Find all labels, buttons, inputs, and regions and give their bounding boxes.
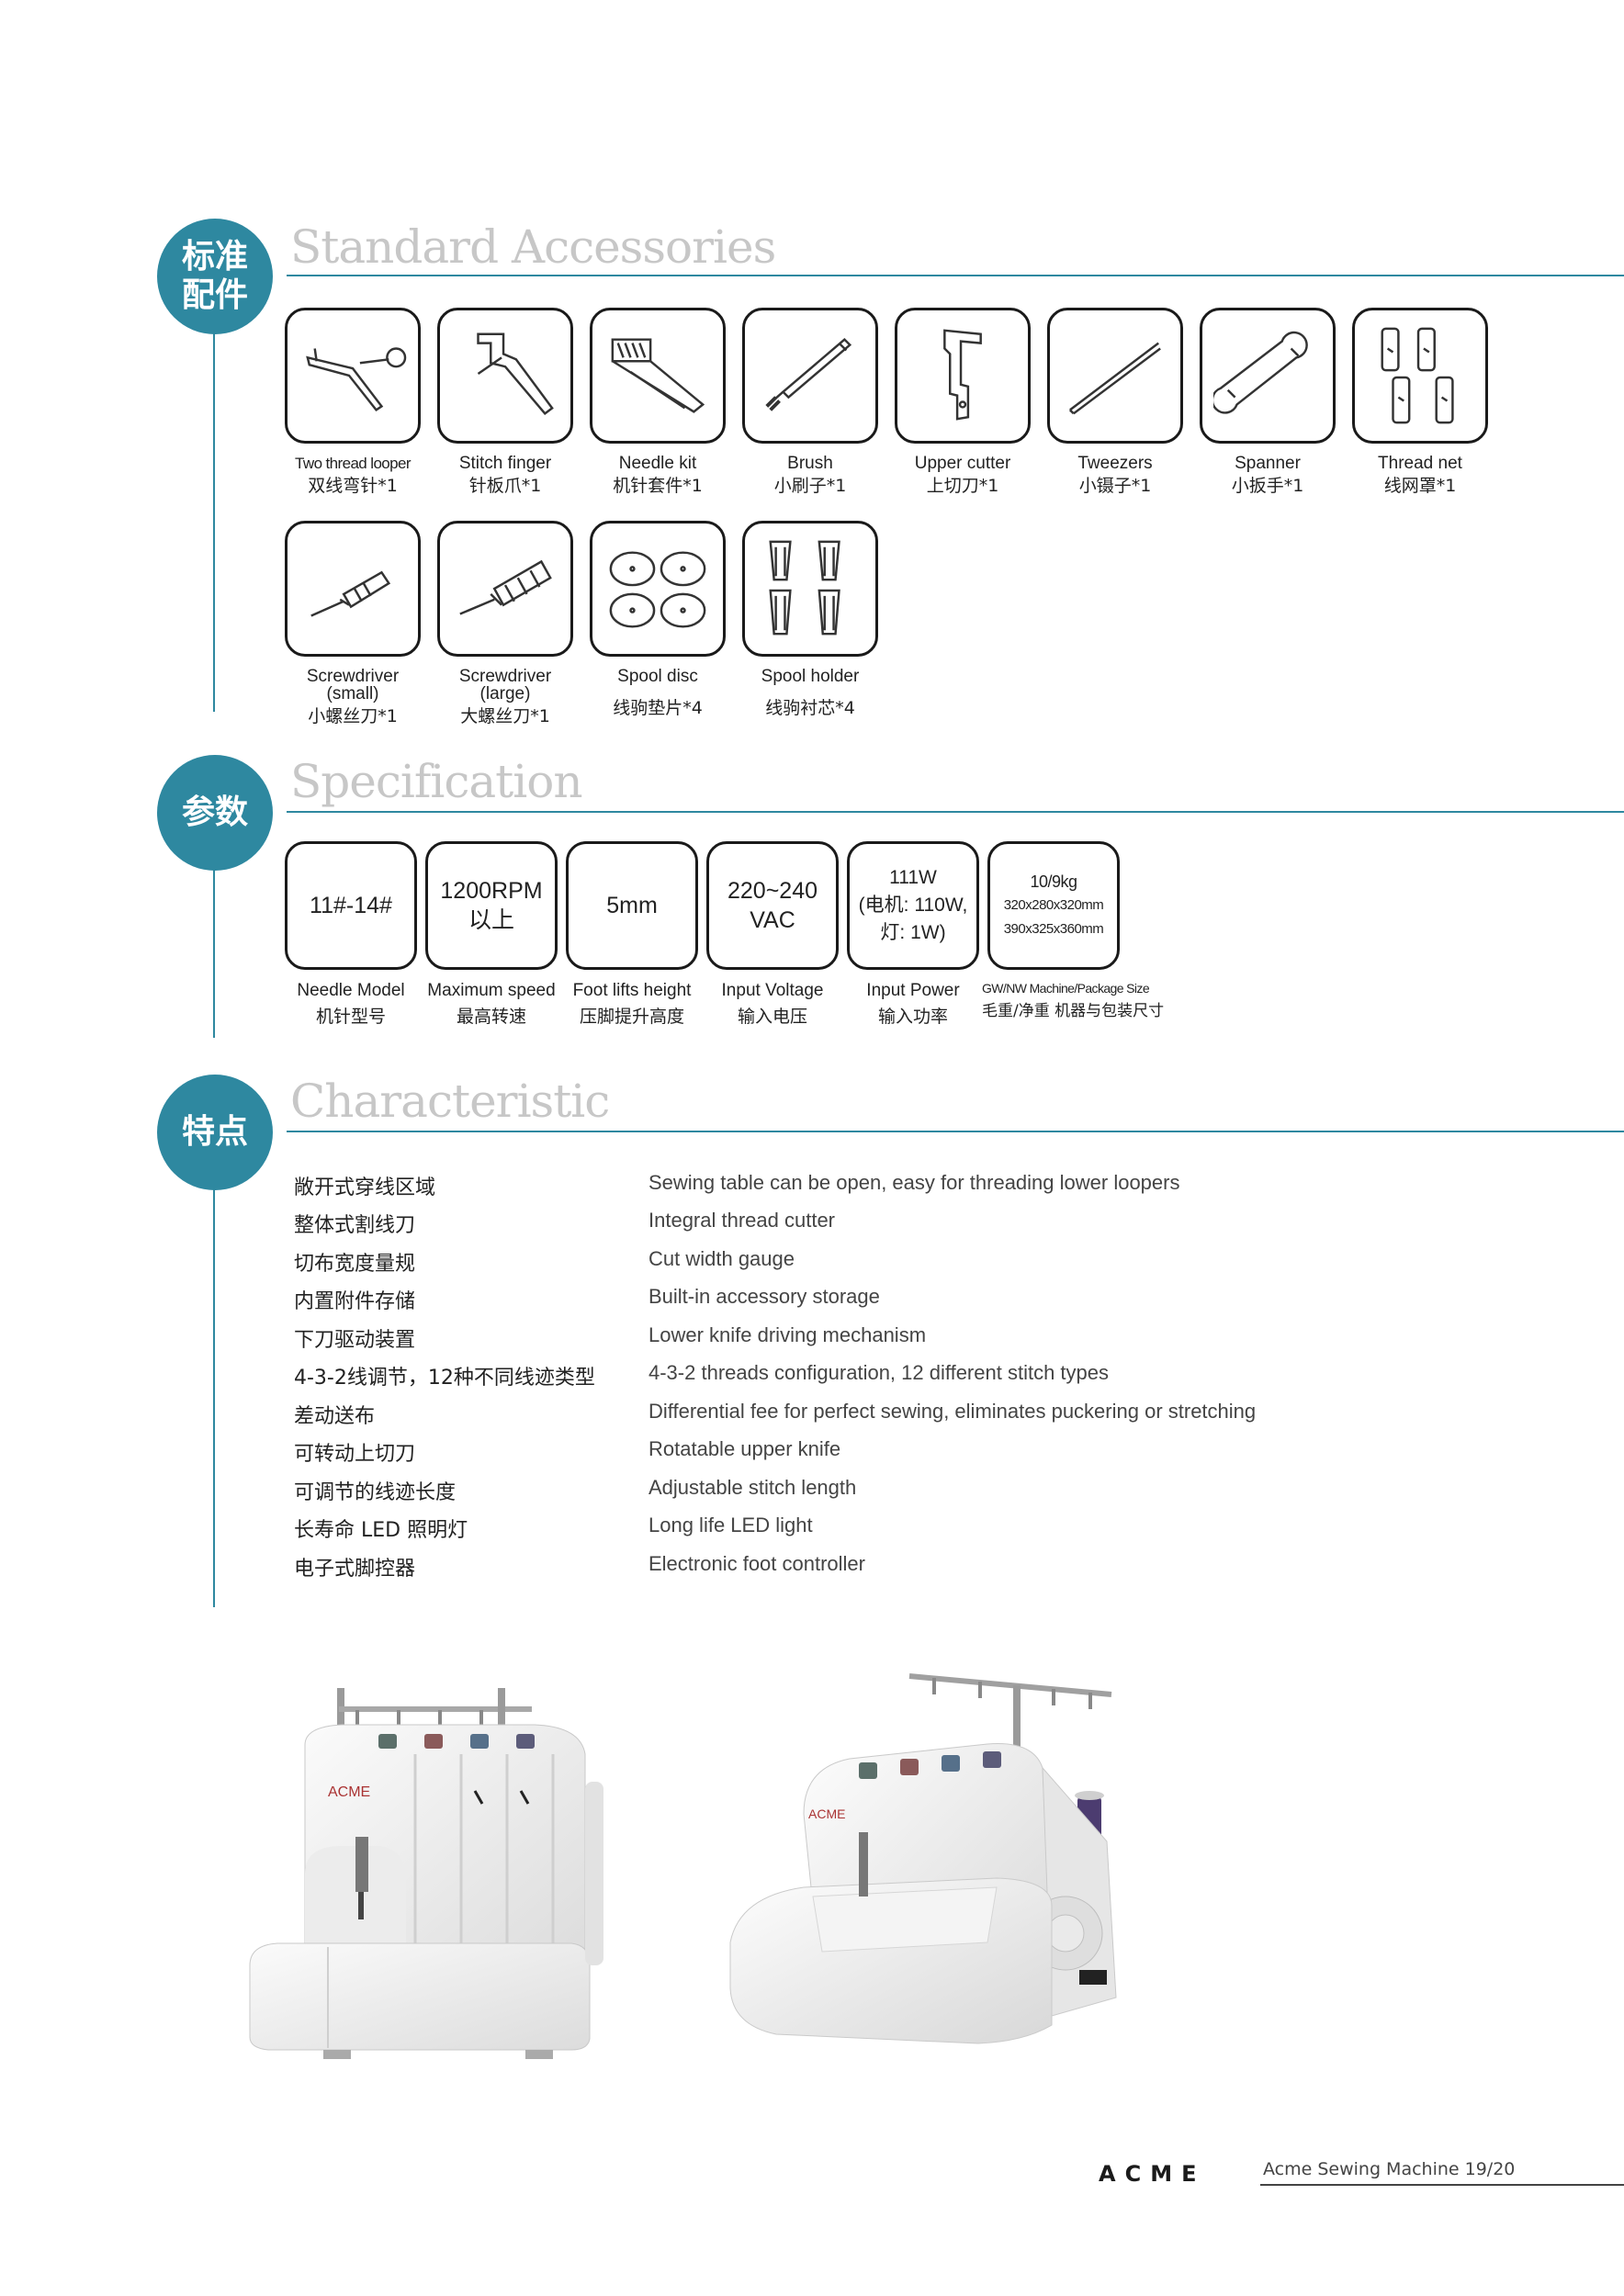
accessory-upper-cutter: Upper cutter 上切刀*1 [885,308,1040,496]
accessory-screwdriver-small: Screwdriver(small) 小螺丝刀*1 [276,521,430,726]
machine-logo-2: ACME [808,1806,845,1821]
spec-foot-lift-height: 5mm Foot lifts height 压脚提升高度 [560,841,704,1028]
section-rule-accessories [287,275,1624,276]
section-title-specification: Specification [290,755,583,808]
spanner-icon [1213,331,1308,414]
serger-angle-image: ACME [729,1673,1117,2044]
accessory-tweezers: Tweezers 小镊子*1 [1038,308,1192,496]
accessory-stitch-finger: Stitch finger 针板爪*1 [428,308,582,496]
footer-logo: ACME [1099,2162,1205,2184]
tweezers-icon [1068,342,1161,415]
accessory-two-thread-looper: Two thread looper 双线弯针*1 [276,308,430,496]
accessory-spool-holder: Spool holder 线驹衬芯*4 [733,521,887,718]
needle-kit-icon [611,338,705,413]
spool-holder-icon [769,540,840,636]
accessory-screwdriver-large: Screwdriver(large) 大螺丝刀*1 [428,521,582,726]
section-badge-specification: 参数 [157,755,273,871]
svg-text:ACME: ACME [1099,2162,1205,2184]
accessory-spanner: Spanner 小扳手*1 [1190,308,1345,496]
thread-net-icon [1381,327,1454,424]
section-rule-characteristic [287,1131,1624,1132]
section-badge-characteristic: 特点 [157,1075,273,1190]
accent-line-1 [213,271,215,712]
accessory-brush: Brush 小刷子*1 [733,308,887,496]
section-title-accessories: Standard Accessories [290,220,776,274]
accessory-spool-disc: Spool disc 线驹垫片*4 [581,521,735,718]
section-badge-accessories: 标准配件 [157,219,273,334]
screwdriver-small-icon [310,570,391,617]
section-title-characteristic: Characteristic [290,1075,610,1128]
section-rule-specification [287,811,1624,813]
serger-front-image: ACME [249,1688,603,2059]
looper-icon [306,347,407,412]
screwdriver-large-icon [459,559,552,615]
spec-needle-model: 11#-14# Needle Model 机针型号 [279,841,423,1028]
accessory-thread-net: Thread net 线网罩*1 [1343,308,1497,496]
accent-line-2 [213,808,215,1038]
upper-cutter-icon [943,329,982,421]
machine-logo: ACME [328,1784,370,1800]
footer-text: Acme Sewing Machine 19/20 [1263,2159,1516,2179]
accessory-needle-kit: Needle kit 机针套件*1 [581,308,735,496]
accent-line-3 [213,1130,215,1607]
stitch-finger-icon [477,332,554,415]
spool-disc-icon [609,551,706,628]
brush-icon [765,337,852,411]
spec-input-power: 111W(电机: 110W,灯: 1W) Input Power 输入功率 [841,841,985,1028]
footer-rule [1260,2184,1624,2186]
